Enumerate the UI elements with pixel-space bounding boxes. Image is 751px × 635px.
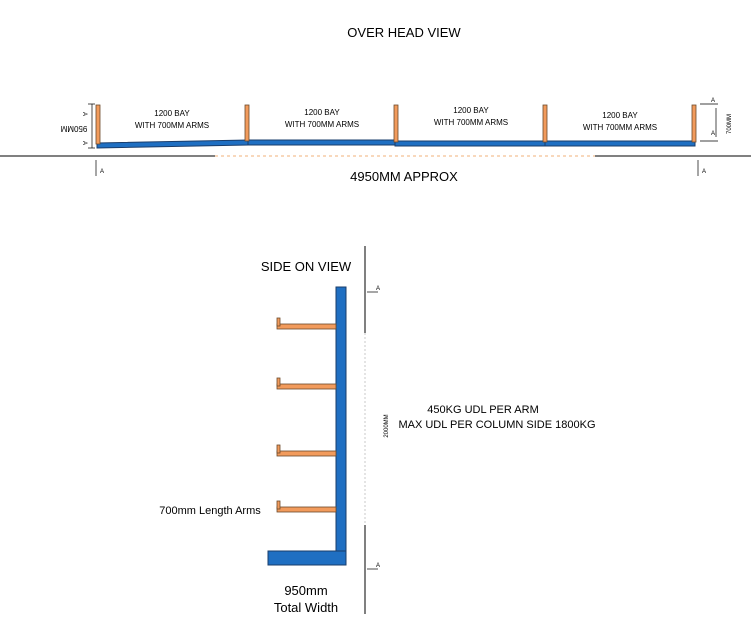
bay-4-size-label: 1200 BAY [602, 111, 638, 120]
overall-length-label: 4950MM APPROX [350, 169, 458, 184]
left-depth-label: 950MM [60, 124, 87, 133]
bay-3-size-label: 1200 BAY [453, 106, 489, 115]
column [335, 286, 347, 553]
overhead-title: OVER HEAD VIEW [347, 25, 461, 40]
overhead-base-beam-3 [394, 140, 546, 147]
overhead-upright-4 [542, 104, 548, 143]
arm-length-label: 700mm Length Arms [159, 505, 261, 517]
right-depth-marker-top: A [711, 98, 715, 104]
arm-3-lip [276, 444, 281, 454]
bay-2-size-label: 1200 BAY [304, 108, 340, 117]
overhead-upright-3 [393, 104, 399, 143]
bay-2-arms-label: WITH 700MM ARMS [285, 120, 359, 129]
overhead-upright-5 [691, 104, 697, 143]
right-depth-marker-bottom: A [711, 131, 715, 137]
max-load-per-column-label: MAX UDL PER COLUMN SIDE 1800KG [398, 419, 595, 431]
overhead-upright-1 [95, 104, 101, 145]
overhead-base-beam-4 [544, 140, 696, 147]
column-base [267, 550, 347, 566]
left-depth-marker-2: A [81, 141, 87, 145]
top-section-marker: A [376, 286, 380, 292]
overhead-upright-2 [244, 104, 250, 142]
side-view-title: SIDE ON VIEW [261, 259, 352, 274]
left-section-marker: A [100, 169, 104, 175]
arm-1 [276, 323, 337, 330]
overhead-base-beam-2 [247, 139, 396, 146]
total-width-value: 950mm [284, 583, 327, 598]
arm-3 [276, 450, 337, 457]
bay-1-size-label: 1200 BAY [154, 109, 190, 118]
right-depth-label: 700MM [727, 114, 733, 134]
bay-1-arms-label: WITH 700MM ARMS [135, 121, 209, 130]
height-label: 2000MM [384, 414, 390, 437]
right-section-marker: A [702, 169, 706, 175]
left-depth-marker: A [81, 112, 87, 116]
arm-4-lip [276, 500, 281, 510]
overhead-base-beam-1 [96, 139, 249, 149]
arm-4 [276, 506, 337, 513]
load-per-arm-label: 450KG UDL PER ARM [427, 404, 538, 416]
arm-1-lip [276, 317, 281, 327]
bay-3-arms-label: WITH 700MM ARMS [434, 118, 508, 127]
total-width-caption: Total Width [274, 600, 338, 615]
bay-4-arms-label: WITH 700MM ARMS [583, 123, 657, 132]
arm-2-lip [276, 377, 281, 387]
arm-2 [276, 383, 337, 390]
bottom-section-marker: A [376, 563, 380, 569]
